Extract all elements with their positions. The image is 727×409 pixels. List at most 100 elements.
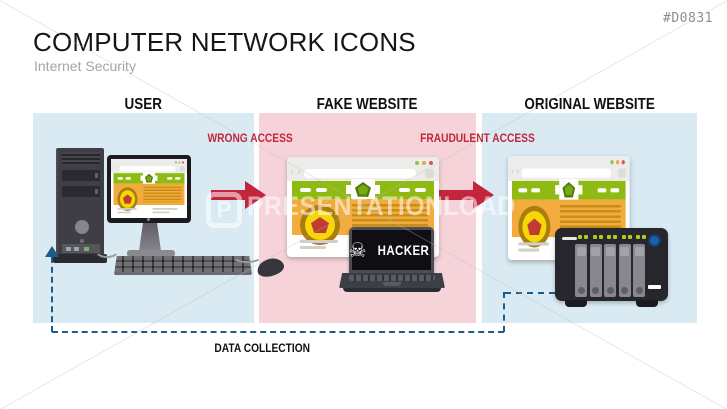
window-dot-icon bbox=[610, 160, 614, 165]
url-bar bbox=[521, 168, 612, 178]
back-forward-icon bbox=[113, 165, 118, 170]
nav-dash bbox=[399, 188, 410, 192]
laptop-base-edge bbox=[343, 288, 441, 292]
window-dots bbox=[610, 160, 625, 165]
fraudulent-access-label: FRAUDULENT ACCESS bbox=[402, 131, 552, 145]
bay-lock-hole bbox=[621, 287, 628, 294]
site-badge-icon bbox=[346, 179, 380, 200]
shield-badge-icon bbox=[300, 205, 340, 245]
window-dots bbox=[175, 161, 184, 164]
nav-dash bbox=[175, 177, 181, 180]
monitor-stand bbox=[139, 223, 161, 251]
window-dot-icon bbox=[616, 160, 620, 165]
pentagon-icon bbox=[146, 175, 152, 182]
nas-drive-bay bbox=[604, 244, 616, 297]
desktop-tower-icon bbox=[56, 148, 104, 256]
bay-lock-hole bbox=[592, 287, 599, 294]
site-badge-icon bbox=[555, 178, 583, 201]
fraudulent-access-label-text: FRAUDULENT ACCESS bbox=[419, 131, 535, 145]
tower-led bbox=[84, 246, 89, 251]
text-line bbox=[152, 207, 178, 210]
badge-tab bbox=[155, 175, 158, 181]
text-line bbox=[518, 242, 549, 246]
nav-dash bbox=[167, 177, 173, 180]
back-forward-icon bbox=[291, 167, 302, 176]
drive-led-icon bbox=[584, 235, 588, 239]
wrong-access-label-text: WRONG ACCESS bbox=[207, 131, 293, 145]
drive-led-icon bbox=[613, 235, 617, 239]
text-line bbox=[117, 207, 137, 210]
tower-base bbox=[53, 254, 107, 263]
bay-handle bbox=[591, 247, 600, 256]
url-bar bbox=[304, 169, 416, 178]
page-subtitle: Internet Security bbox=[34, 58, 136, 74]
badge-tab bbox=[375, 185, 380, 194]
window-dot-icon bbox=[422, 161, 426, 165]
drive-led-icon bbox=[627, 235, 632, 239]
window-dot-icon bbox=[415, 161, 419, 165]
window-dots bbox=[415, 161, 433, 165]
text-stripes bbox=[352, 204, 428, 230]
text-line bbox=[518, 248, 540, 252]
browser-menu-icon bbox=[180, 166, 185, 172]
tower-vent bbox=[62, 152, 100, 165]
drive-led-icon bbox=[578, 235, 582, 239]
bay-lock-hole bbox=[635, 287, 643, 294]
back-forward-icon bbox=[511, 166, 519, 175]
nav-dash bbox=[610, 188, 620, 193]
text-line bbox=[300, 246, 326, 249]
browser-menu-icon bbox=[618, 168, 626, 178]
window-dot-icon bbox=[175, 161, 177, 164]
webpage bbox=[512, 178, 626, 256]
browser-titlebar bbox=[287, 157, 439, 181]
window-dot-icon bbox=[429, 161, 433, 165]
pentagon-icon bbox=[357, 184, 369, 195]
browser-window bbox=[111, 159, 187, 218]
section-label-fake-website: FAKE WEBSITE bbox=[259, 96, 476, 114]
hacker-label: HACKER bbox=[377, 242, 429, 258]
shield-badge-icon bbox=[518, 205, 551, 248]
webpage bbox=[113, 171, 185, 216]
badge-tab bbox=[578, 185, 583, 195]
nas-drive-bay bbox=[589, 244, 602, 297]
url-bar bbox=[119, 166, 176, 172]
nav-dash bbox=[518, 188, 528, 193]
wrong-access-label: WRONG ACCESS bbox=[185, 131, 315, 145]
drive-bay-button bbox=[95, 189, 98, 194]
page-title: COMPUTER NETWORK ICONS bbox=[33, 27, 416, 57]
data-collection-arrowhead bbox=[45, 246, 59, 257]
nav-dash bbox=[125, 177, 131, 180]
tower-drive-bay bbox=[62, 186, 100, 197]
nav-dash bbox=[316, 188, 327, 192]
nas-body bbox=[555, 228, 668, 301]
site-badge-icon bbox=[140, 171, 158, 185]
drive-led-icon bbox=[642, 235, 646, 239]
pentagon-icon bbox=[564, 184, 574, 195]
site-nav-bar bbox=[512, 178, 626, 201]
bay-handle bbox=[576, 247, 586, 256]
data-collection-line-segment bbox=[52, 331, 504, 333]
site-nav-bar bbox=[113, 171, 185, 185]
text-stripes bbox=[560, 204, 621, 232]
badge-tab bbox=[140, 175, 143, 181]
drive-led-icon bbox=[607, 235, 611, 239]
cable bbox=[94, 240, 120, 258]
shield-badge-icon bbox=[117, 187, 138, 211]
skull-icon: ☠ bbox=[348, 238, 367, 262]
usb-port-icon bbox=[74, 246, 79, 251]
section-label-fake-website-text: FAKE WEBSITE bbox=[317, 96, 418, 113]
bay-lock-hole bbox=[577, 287, 585, 294]
laptop-screen: ☠ HACKER bbox=[348, 230, 431, 270]
data-collection-label: DATA COLLECTION bbox=[192, 341, 332, 355]
nav-dash bbox=[531, 188, 540, 193]
nav-dash bbox=[415, 188, 426, 192]
site-nav-bar bbox=[292, 179, 434, 200]
badge-tab bbox=[346, 185, 351, 194]
laptop-keyboard bbox=[349, 275, 435, 281]
drive-led-icon bbox=[592, 235, 597, 239]
window-dot-icon bbox=[182, 161, 184, 164]
monitor-screen bbox=[111, 159, 187, 218]
drive-led-icon bbox=[598, 235, 603, 239]
nav-dash bbox=[117, 177, 123, 180]
